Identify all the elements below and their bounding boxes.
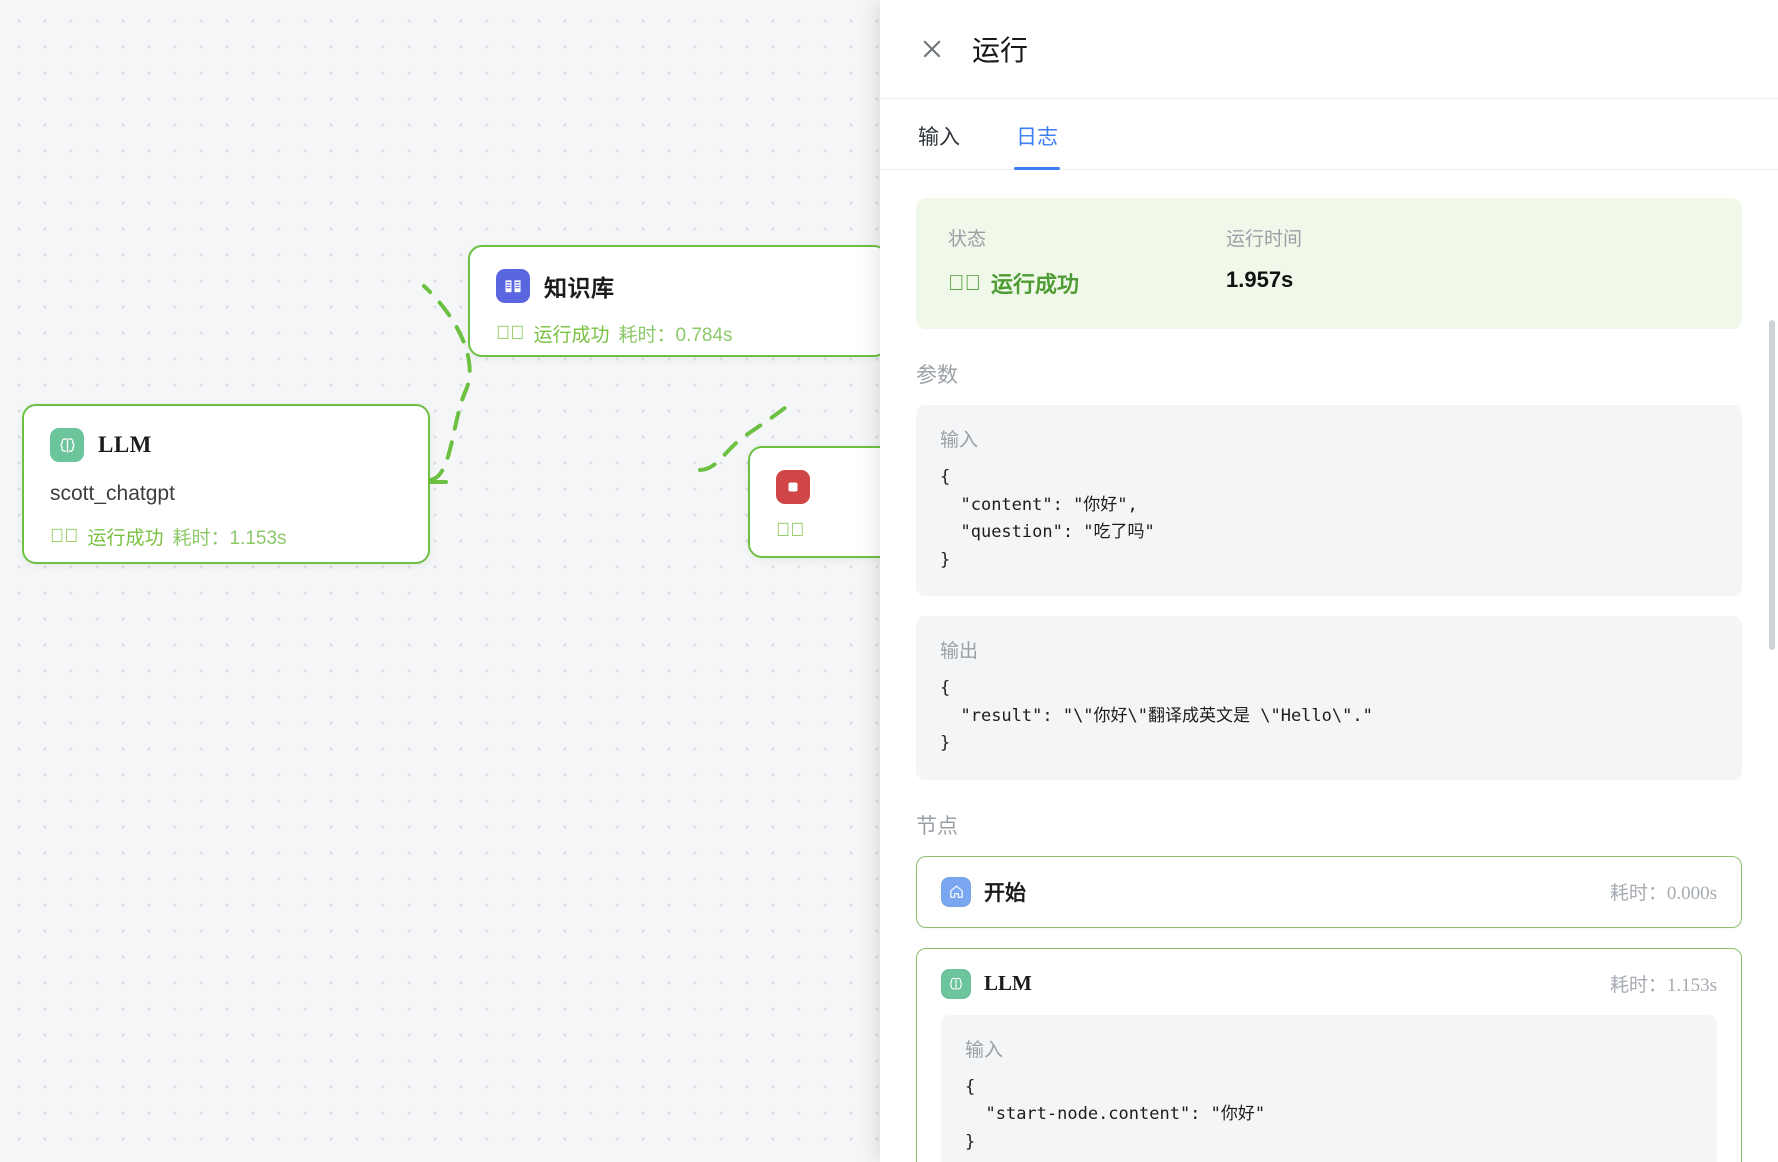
run-node-header: 开始 耗时：0.000s: [941, 876, 1717, 907]
node-status: ✓⃝ 运行成功 耗时：1.153s: [50, 523, 402, 550]
node-status: ✓⃝ 运行成功 耗时：0.784s: [496, 320, 860, 347]
drawer-body[interactable]: 状态 ✓⃝ 运行成功 运行时间 1.957s 参数 输入 { "content"…: [880, 170, 1778, 1162]
edge-connectors: [422, 284, 792, 484]
run-node-duration: 耗时：1.153s: [1609, 975, 1717, 997]
node-duration: 耗时：0.784s: [618, 325, 733, 346]
tab-log[interactable]: 日志: [1014, 99, 1060, 170]
output-label: 输出: [940, 641, 979, 663]
input-label: 输入: [940, 430, 979, 451]
runtime-value: 1.957s: [1226, 267, 1294, 292]
run-node-header: LLM 耗时：1.153s: [941, 968, 1717, 999]
canvas-node-llm[interactable]: LLM scott_chatgpt ✓⃝ 运行成功 耗时：1.153s: [22, 404, 430, 564]
status-text: 运行成功: [991, 272, 1080, 297]
brain-icon: [941, 968, 971, 999]
node-status: ✓⃝: [776, 521, 880, 540]
params-output-card: 输出 { "result": "\"你好\"翻译成英文是 \"Hello\"."…: [916, 616, 1742, 780]
params-section-label: 参数: [916, 363, 958, 387]
node-title: LLM: [98, 432, 152, 457]
input-code: { "start-node.content": "你好" }: [965, 1076, 1266, 1152]
home-icon: [941, 876, 971, 907]
book-icon: [496, 269, 530, 303]
run-summary-card: 状态 ✓⃝ 运行成功 运行时间 1.957s: [916, 198, 1742, 329]
run-node-start[interactable]: 开始 耗时：0.000s: [916, 855, 1742, 928]
node-title: 知识库: [544, 276, 615, 301]
check-circle-icon: ✓⃝: [948, 270, 981, 295]
check-circle-icon: ✓⃝: [496, 323, 525, 344]
run-node-name: LLM: [984, 971, 1032, 996]
check-circle-icon: ✓⃝: [50, 526, 79, 547]
canvas-node-end[interactable]: ✓⃝: [748, 446, 880, 558]
drawer-tabs: 输入 日志: [880, 99, 1778, 170]
params-input-card: 输入 { "content": "你好", "question": "吃了吗" …: [916, 405, 1742, 597]
node-header: LLM: [50, 428, 402, 462]
node-duration: 耗时：1.153s: [172, 528, 287, 549]
tab-input[interactable]: 输入: [918, 125, 960, 149]
node-header: 知识库: [496, 269, 860, 303]
brain-icon: [50, 428, 84, 462]
input-code: { "content": "你好", "question": "吃了吗" }: [940, 467, 1155, 570]
runtime-label: 运行时间: [1226, 229, 1303, 250]
input-label: 输入: [965, 1039, 1004, 1061]
node-subtitle: scott_chatgpt: [50, 482, 175, 505]
end-icon: [776, 470, 810, 504]
status-value: ✓⃝ 运行成功: [948, 267, 1226, 299]
drawer-scrollbar[interactable]: [1769, 320, 1775, 650]
nodes-section-label: 节点: [916, 813, 958, 838]
close-icon[interactable]: [916, 33, 948, 65]
run-node-duration: 耗时：0.000s: [1609, 883, 1717, 905]
canvas-node-knowledge-base[interactable]: 知识库 ✓⃝ 运行成功 耗时：0.784s: [468, 245, 880, 357]
node-status-text: 运行成功: [87, 528, 164, 549]
drawer-title: 运行: [972, 36, 1029, 67]
node-status-text: 运行成功: [533, 325, 610, 346]
workflow-canvas[interactable]: 知识库 ✓⃝ 运行成功 耗时：0.784s LLM scott_: [0, 0, 880, 1162]
run-node-input-card: 输入 { "start-node.content": "你好" }: [941, 1014, 1717, 1162]
summary-time-col: 运行时间 1.957s: [1226, 224, 1504, 299]
node-header: [776, 470, 880, 504]
run-node-llm[interactable]: LLM 耗时：1.153s 输入 { "start-node.content":…: [916, 947, 1742, 1162]
summary-status-col: 状态 ✓⃝ 运行成功: [948, 224, 1226, 299]
output-code: { "result": "\"你好\"翻译成英文是 \"Hello\"." }: [940, 678, 1373, 754]
run-node-name: 开始: [984, 880, 1026, 905]
drawer-header: 运行: [880, 0, 1778, 99]
run-detail-drawer: 运行 输入 日志 状态 ✓⃝ 运行成功 运行时间 1.957s: [880, 0, 1778, 1162]
check-circle-icon: ✓⃝: [776, 520, 805, 541]
run-node-body: 输入 { "start-node.content": "你好" }: [941, 1014, 1717, 1162]
status-label: 状态: [948, 229, 987, 250]
